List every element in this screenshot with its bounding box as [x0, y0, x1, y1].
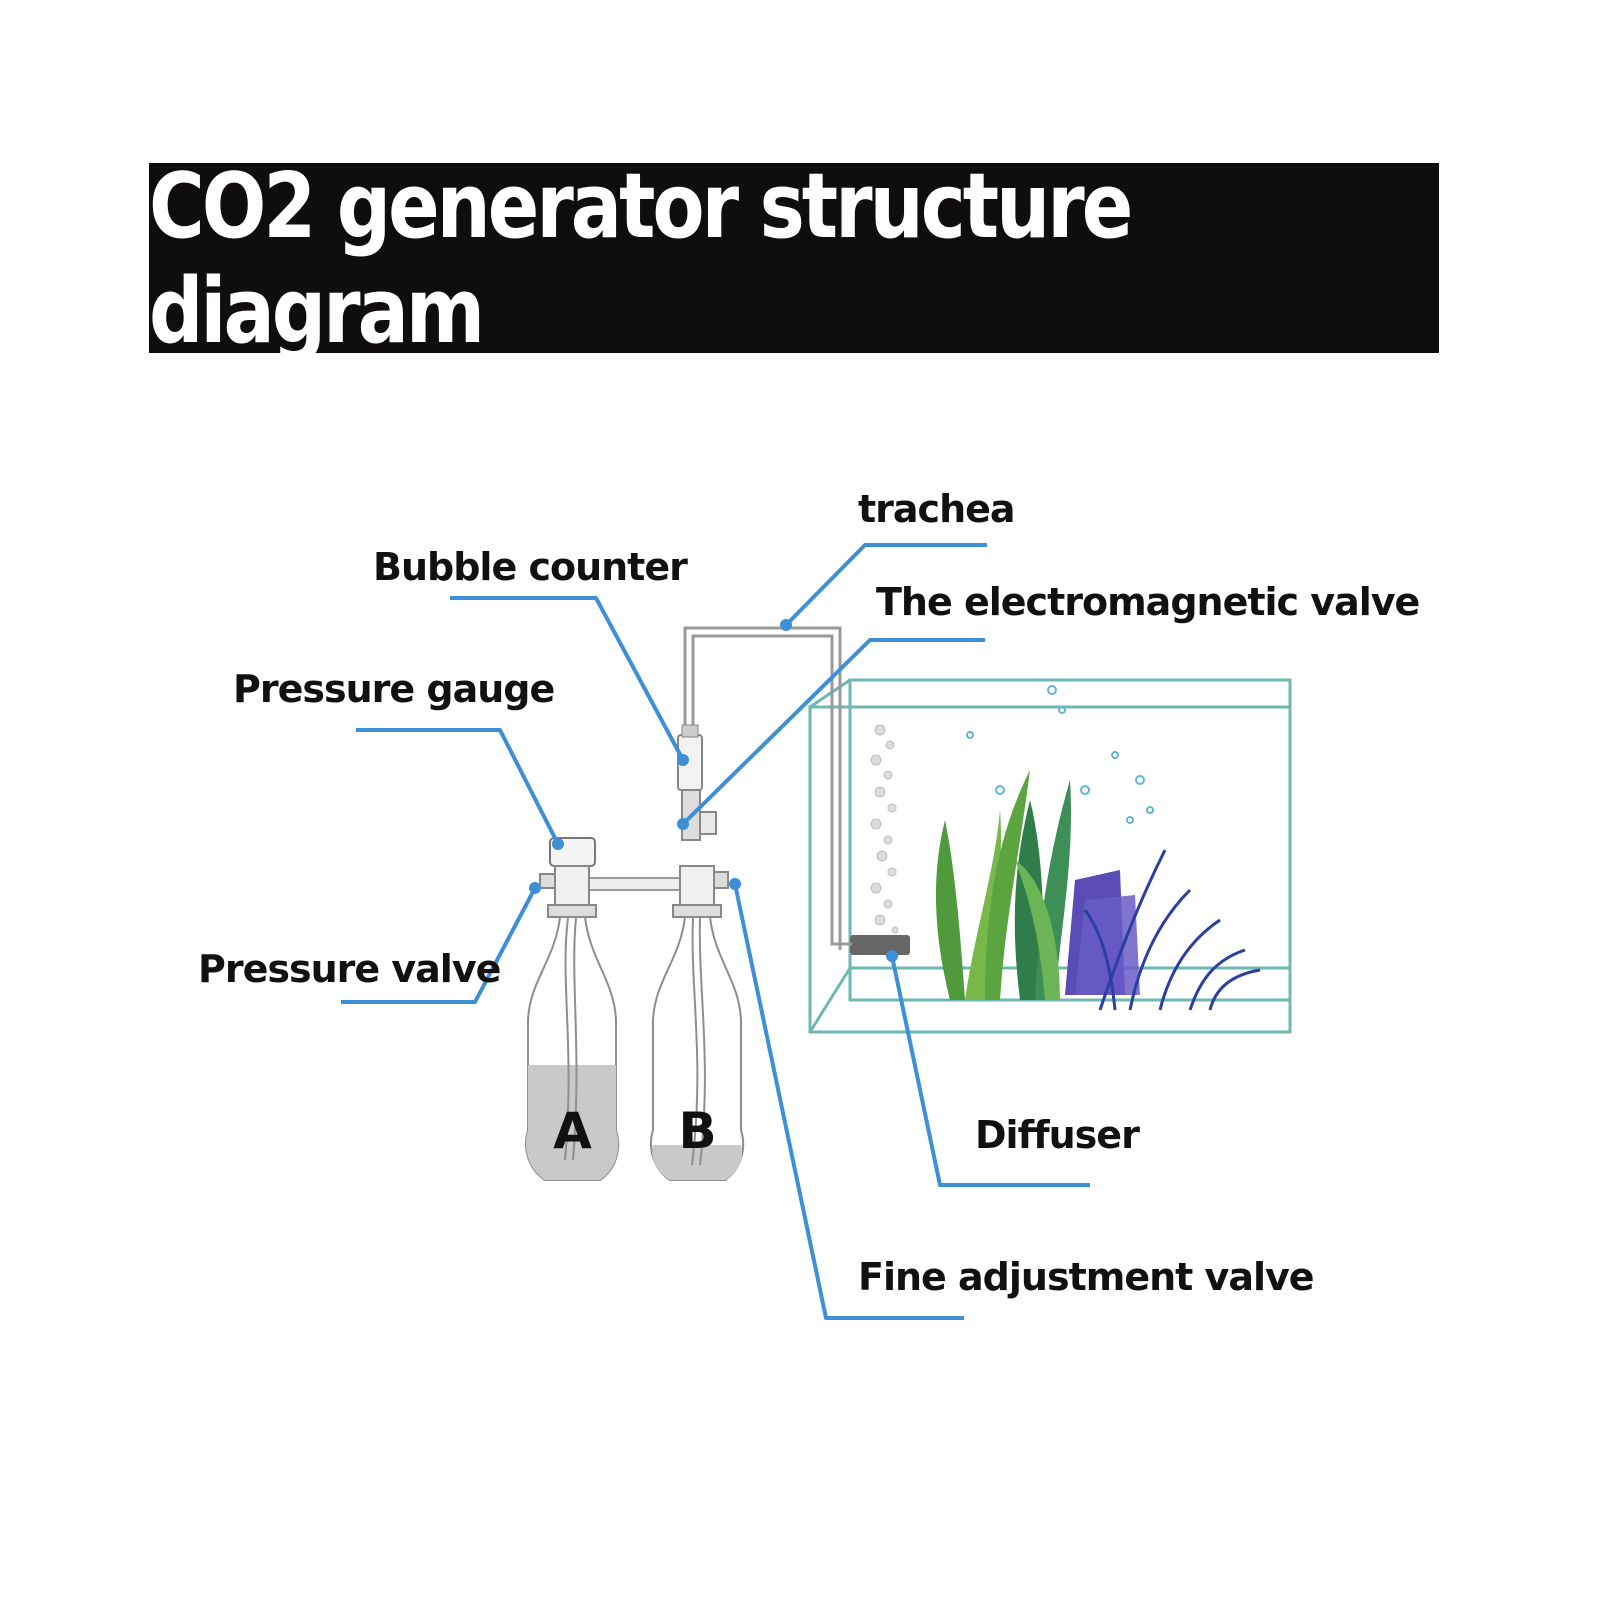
label-diffuser: Diffuser [975, 1113, 1140, 1157]
tank-edge-tl [809, 678, 851, 709]
bottle-a: A [525, 916, 620, 1181]
regulator-assembly [539, 837, 729, 918]
bottle-b: B [650, 916, 745, 1181]
title-banner: CO2 generator structure diagram [149, 153, 1439, 363]
leader-trachea [780, 543, 987, 631]
leader-diffuser [886, 950, 1090, 1187]
bottle-a-label: A [553, 1102, 592, 1160]
diffuser-device [850, 935, 910, 955]
tank-front-face [808, 705, 1292, 1034]
label-pressure-valve: Pressure valve [198, 947, 500, 991]
aquarium-plants [935, 770, 1261, 1011]
label-fine-adjustment-valve: Fine adjustment valve [858, 1255, 1314, 1299]
label-electromagnetic-valve: The electromagnetic valve [876, 580, 1419, 624]
diagram-title: CO2 generator structure diagram [149, 152, 1133, 364]
aquarium-tank [808, 678, 1292, 1034]
label-trachea: trachea [858, 487, 1015, 531]
label-bubble-counter: Bubble counter [373, 545, 688, 589]
floating-bubbles [966, 685, 1154, 824]
bubble-column [870, 724, 899, 934]
leader-pressure-valve [341, 882, 541, 1004]
leader-pressure-gauge [356, 728, 564, 850]
label-pressure-gauge: Pressure gauge [233, 667, 554, 711]
trachea-tubing [683, 626, 852, 950]
tank-edge-bl [808, 967, 852, 1033]
leader-electromagnetic-valve [677, 638, 985, 830]
leader-fine-adjustment-valve [729, 878, 964, 1320]
bottle-b-label: B [678, 1102, 715, 1160]
leader-bubble-counter [450, 596, 689, 766]
